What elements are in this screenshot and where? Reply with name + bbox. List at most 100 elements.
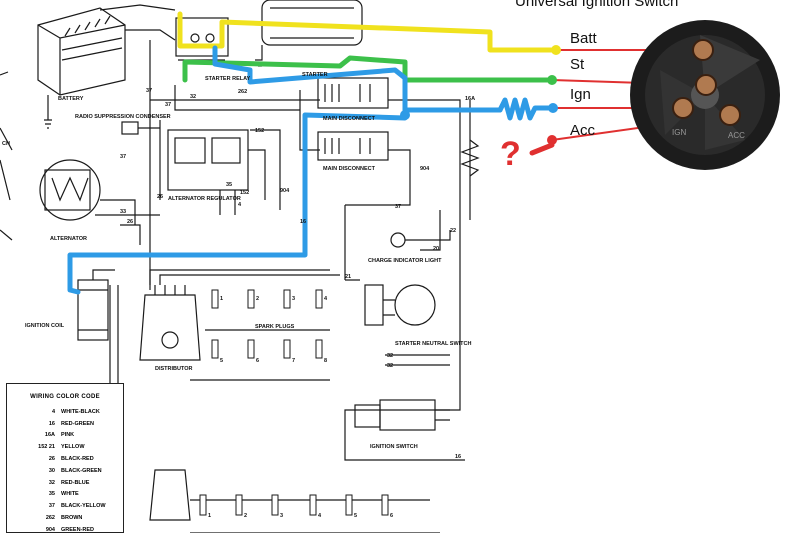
label-batt: Batt [570,30,598,47]
distributor-label: DISTRIBUTOR [155,366,193,372]
plug-num: 7 [292,358,295,364]
legend-color: PINK [61,432,75,439]
wire-num: 26 [157,194,163,200]
wire-num: 22 [450,228,456,234]
wire-num: 37 [146,88,152,94]
wire-num: 262 [238,89,247,95]
wire-num: 16 [455,454,461,460]
legend-color: WHITE-BLACK [61,408,100,415]
plug-num: 3 [280,513,283,519]
label-st: St [570,56,585,73]
legend-row: 152 21 YELLOW [7,441,123,453]
wire-num: 37 [165,102,171,108]
legend-title: WIRING COLOR CODE [30,394,100,400]
legend-row: 16A PINK [7,430,123,442]
wire-number-labels: 37 37 37 37 32 262 16A 152 26 26 33 35 1… [2,88,475,460]
ignition-switch-label: IGNITION SWITCH [370,444,418,450]
switch-face-acc: ACC [728,131,745,140]
yellow-batt-wire [177,11,559,53]
wire-num: CH [2,141,10,147]
legend-color: BLACK-RED [61,456,94,463]
legend-row: 16 RED-GREEN [7,418,123,430]
plug-num: 8 [324,358,327,364]
wire-num: 152 [255,128,264,134]
starter-label: STARTER [302,72,328,78]
legend-rows: 4 WHITE-BLACK 16 RED-GREEN 16A PINK 152 21 Y… [7,406,123,536]
switch-title: Universal Ignition Switch [515,0,678,10]
legend-code: 152 21 [38,444,55,451]
st-terminal-icon [695,74,717,96]
plug-num: 1 [220,296,223,302]
legend-row: 26 BLACK-RED [7,453,123,465]
spark-plugs-upper [199,289,389,516]
legend-code: 35 [48,491,55,498]
legend-row: 37 BLACK-YELLOW [7,500,123,512]
wire-num: 16 [300,219,306,225]
switch-face-ign: IGN [672,128,686,137]
neutral-switch-label: STARTER NEUTRAL SWITCH [395,341,472,347]
legend-row: 4 WHITE-BLACK [7,406,123,418]
legend-color: BLACK-YELLOW [61,503,106,510]
wire-num: 32 [387,363,393,369]
plug-num: 1 [208,513,211,519]
wiring-color-code-legend: WIRING COLOR CODE 4 WHITE-BLACK 16 RED-GRE… [6,383,124,533]
red-acc-dash [529,142,555,156]
label-acc: Acc [570,122,596,139]
plug-num: 2 [256,296,259,302]
legend-code: 16 [48,420,55,427]
wire-num: 4 [238,202,242,208]
battery-label: BATTERY [58,96,84,102]
blue-ign-zigzag [497,97,556,121]
legend-color: WHITE [61,491,79,498]
highlight-wires [67,11,731,295]
legend-row: 30 BLACK-GREEN [7,465,123,477]
alternator-label: ALTERNATOR [50,236,87,242]
wire-num: 37 [120,154,126,160]
ign-terminal-icon [672,97,694,119]
legend-row: 904 GREEN-RED [7,524,123,536]
legend-code: 4 [51,408,55,415]
legend-color: BLACK-GREEN [61,467,102,474]
ignition-coil-label: IGNITION COIL [25,323,65,329]
legend-color: GREEN-RED [61,526,95,533]
wire-num: 904 [420,166,430,172]
spark-plugs-label: SPARK PLUGS [255,324,295,330]
legend-code: 16A [44,432,55,439]
legend-color: BROWN [61,515,83,522]
plug-num: 2 [244,513,247,519]
plug-num: 3 [292,296,295,302]
main-disconnect-label-1: MAIN DISCONNECT [323,116,376,122]
legend-color: YELLOW [61,444,85,451]
blue-ign-wire [67,45,408,295]
wire-num: 904 [280,188,290,194]
condenser-label: RADIO SUPPRESSION CONDENSER [75,114,171,120]
plug-numbers: 1 2 3 4 5 6 7 8 1 2 3 4 5 6 [208,296,393,519]
legend-code: 904 [45,526,55,533]
legend-code: 30 [48,467,55,474]
legend-row: 35 WHITE [7,489,123,501]
legend-row: 32 RED-BLUE [7,477,123,489]
starter-relay-label: STARTER RELAY [205,76,251,82]
legend-code: 26 [48,456,55,463]
plug-num: 5 [220,358,223,364]
main-disconnect-label-2: MAIN DISCONNECT [323,166,376,172]
plug-num: 6 [256,358,259,364]
legend-color: RED-BLUE [61,479,90,486]
charge-indicator-label: CHARGE INDICATOR LIGHT [368,258,442,264]
terminal-dots [400,45,561,145]
wire-num: 16A [465,96,475,102]
legend-code: 37 [48,503,55,510]
regulator-label: ALTERNATOR REGULATOR [168,196,241,202]
legend-color: RED-GREEN [61,420,95,427]
legend-code: 32 [48,479,55,486]
wire-num: 21 [345,274,351,280]
plug-num: 4 [318,513,322,519]
wire-num: 37 [395,204,401,210]
wire-num: 32 [190,94,196,100]
label-ign: Ign [570,86,591,103]
wire-num: 33 [120,209,126,215]
wire-num: 35 [226,182,232,188]
plug-num: 4 [324,296,328,302]
